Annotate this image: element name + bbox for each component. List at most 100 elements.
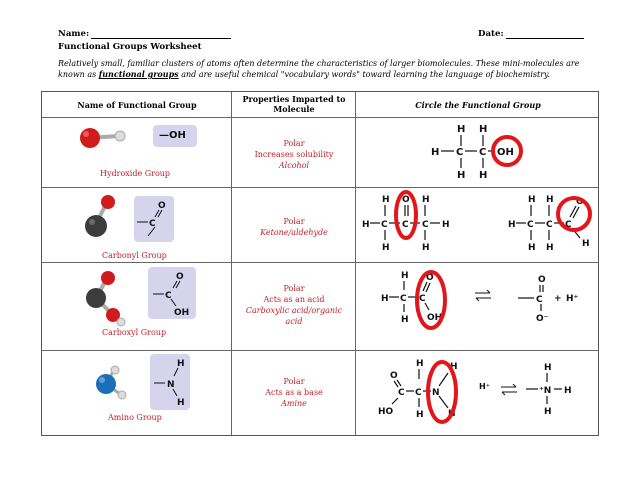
aldehyde-structure: H H H C C C O H H H xyxy=(508,195,592,253)
svg-text:H: H xyxy=(401,315,409,325)
svg-text:H: H xyxy=(416,410,424,420)
props-carboxyl: Polar Acts as an acid Carboxylic acid/or… xyxy=(245,284,343,326)
date-field[interactable]: Date: xyxy=(478,29,584,39)
name-blank[interactable] xyxy=(91,30,232,39)
svg-text:H: H xyxy=(442,220,450,230)
equilibrium-arrow-icon xyxy=(501,384,517,396)
svg-text:H: H xyxy=(177,359,185,369)
hydroxide-formula-box: —OH xyxy=(153,125,197,147)
date-label: Date: xyxy=(478,29,504,39)
svg-text:H: H xyxy=(546,195,554,205)
ketone-structure: H O H H C C C H H H xyxy=(362,190,450,253)
svg-text:H: H xyxy=(544,407,552,417)
hydrogen-atom xyxy=(117,390,127,400)
oxygen-atom xyxy=(101,195,115,209)
svg-text:N: N xyxy=(167,380,175,390)
group-label-carboxyl: Carboxyl Group xyxy=(102,328,167,337)
functional-groups-table: Name of Functional Group Properties Impa… xyxy=(41,91,599,436)
hydroxide-formula: —OH xyxy=(159,130,186,141)
amino-formula-box: H N H xyxy=(150,354,190,410)
equilibrium-arrow-icon xyxy=(475,290,491,302)
svg-text:H: H xyxy=(382,243,390,253)
svg-text:H: H xyxy=(401,271,409,281)
name-label: Name: xyxy=(58,29,90,39)
row-divider xyxy=(42,117,598,118)
svg-text:H: H xyxy=(564,386,572,396)
svg-text:H: H xyxy=(362,220,370,230)
carboxyl-formula: O C OH xyxy=(153,272,189,318)
svg-text:⁺N: ⁺N xyxy=(539,386,551,396)
svg-text:O: O xyxy=(576,197,584,207)
hydrogen-ion: H⁺ xyxy=(479,382,490,391)
svg-text:H: H xyxy=(416,359,424,369)
svg-text:C: C xyxy=(419,294,426,304)
ketone-highlight-circle xyxy=(394,190,418,240)
svg-text:OH: OH xyxy=(497,147,514,158)
svg-text:C: C xyxy=(565,220,572,230)
name-field[interactable]: Name: xyxy=(58,29,232,39)
svg-text:C: C xyxy=(422,220,429,230)
svg-text:O: O xyxy=(390,371,398,381)
svg-text:C: C xyxy=(402,220,409,230)
hydrogen-atom xyxy=(110,365,120,375)
svg-text:H: H xyxy=(422,243,430,253)
svg-text:H: H xyxy=(450,362,458,372)
column-divider xyxy=(355,92,356,435)
svg-text:H: H xyxy=(457,170,465,181)
svg-text:H: H xyxy=(508,220,516,230)
svg-text:H: H xyxy=(528,243,536,253)
svg-text:N: N xyxy=(432,388,440,398)
svg-text:O⁻: O⁻ xyxy=(536,314,549,324)
svg-text:H: H xyxy=(177,398,185,408)
svg-text:C: C xyxy=(381,220,388,230)
svg-text:H: H xyxy=(582,239,590,249)
row-divider xyxy=(42,262,598,263)
svg-text:C: C xyxy=(398,388,405,398)
oxygen-atom xyxy=(80,128,100,148)
hydroxyl-highlight-circle xyxy=(491,135,523,167)
worksheet-title: Functional Groups Worksheet xyxy=(58,42,202,52)
ethanol-structure: H H H C C OH H H xyxy=(431,124,523,181)
svg-text:C: C xyxy=(165,291,172,301)
group-label-carbonyl: Carbonyl Group xyxy=(102,251,167,260)
svg-text:H: H xyxy=(528,195,536,205)
amino-acid-structure: H H O C C N H HO H xyxy=(378,359,458,424)
header-circle: Circle the Functional Group xyxy=(415,100,541,110)
amino-ball-model xyxy=(96,365,127,400)
svg-text:O: O xyxy=(426,273,434,283)
svg-text:C: C xyxy=(400,294,407,304)
hydrogen-atom xyxy=(116,317,126,327)
column-divider xyxy=(231,92,232,435)
oxygen-atom xyxy=(101,271,115,285)
carboxyl-highlight-circle xyxy=(415,270,447,330)
intro-paragraph: Relatively small, familiar clusters of a… xyxy=(58,59,580,79)
svg-text:H⁺: H⁺ xyxy=(566,294,579,304)
carbonyl-formula-box: O C xyxy=(134,196,174,242)
svg-text:H: H xyxy=(479,170,487,181)
ammonium-structure: H ⁺N H H xyxy=(526,363,572,417)
oxygen-atom xyxy=(106,308,120,322)
svg-text:H: H xyxy=(457,124,465,135)
svg-text:C: C xyxy=(149,219,156,229)
svg-text:C: C xyxy=(456,147,463,158)
carbon-atom xyxy=(86,288,106,308)
svg-text:C: C xyxy=(479,147,486,158)
carboxyl-formula-box: O C OH xyxy=(148,267,196,319)
aldehyde-highlight-circle xyxy=(556,196,592,232)
hydroxide-ball-model xyxy=(80,128,126,148)
svg-text:OH: OH xyxy=(174,308,189,318)
amino-highlight-circle xyxy=(426,360,458,424)
row-divider xyxy=(42,350,598,351)
header-name: Name of Functional Group xyxy=(77,100,197,110)
svg-text:+: + xyxy=(554,294,562,304)
carboxyl-ball-model xyxy=(86,271,126,327)
svg-text:H: H xyxy=(479,124,487,135)
date-blank[interactable] xyxy=(505,30,584,39)
carboxylate-structure: O C O⁻ + H⁺ xyxy=(518,275,579,324)
svg-text:O: O xyxy=(158,201,166,211)
carboxylic-acid-structure: H H C C O OH H xyxy=(381,270,447,330)
props-hydroxide: Polar Increases solubility Alcohol xyxy=(254,139,334,170)
svg-text:HO: HO xyxy=(378,407,394,417)
svg-text:OH: OH xyxy=(427,313,442,323)
svg-text:C: C xyxy=(536,295,543,305)
